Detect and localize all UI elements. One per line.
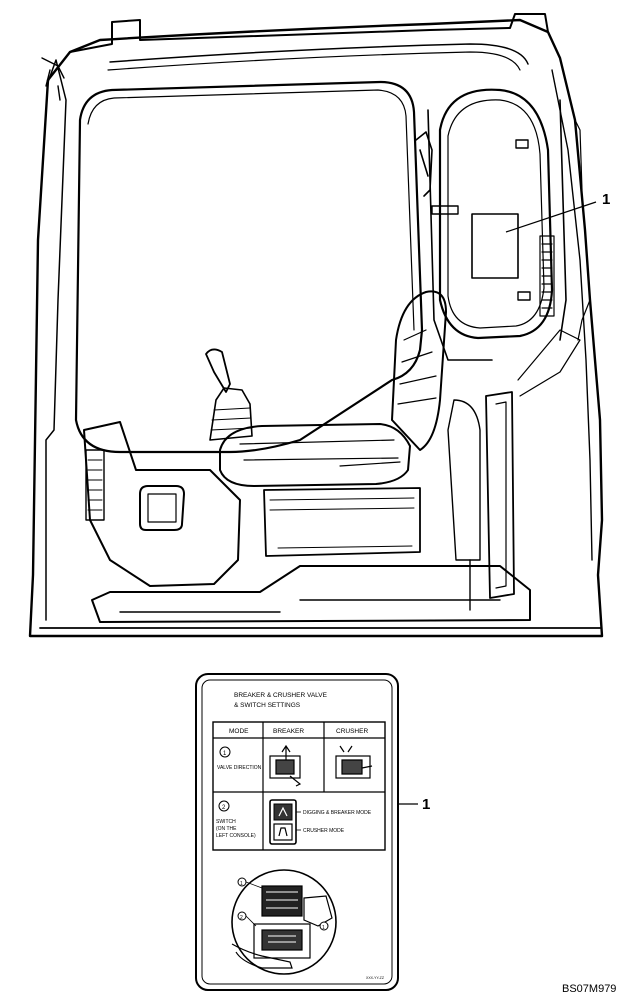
- door-window-inner: [447, 99, 545, 329]
- seat-back-detail: [397, 329, 437, 405]
- left-console: [83, 421, 241, 587]
- header-mode: MODE: [229, 728, 249, 735]
- row1-number-circle: [219, 746, 231, 758]
- inset-marker-1: 1: [240, 881, 243, 887]
- row2-label-line1: SWITCH: [216, 819, 236, 825]
- row2-number-circle: [218, 800, 230, 812]
- door-hinge-bottom: [517, 291, 531, 301]
- inset-view: 1 2 1: [231, 869, 337, 975]
- header-crusher: CRUSHER: [336, 728, 368, 735]
- row1-label: VALVE DIRECTION: [217, 765, 262, 771]
- door-window: [438, 88, 554, 340]
- console-switch-inner: [147, 493, 177, 523]
- row2-label-line2: (ON THE: [216, 826, 237, 832]
- inset-marker-2-leader: [245, 915, 257, 927]
- decal-sheet: BREAKER & CRUSHER VALVE & SWITCH SETTING…: [195, 673, 399, 991]
- decal-title-line2: & SWITCH SETTINGS: [234, 702, 301, 709]
- row1-number: 1: [223, 751, 227, 757]
- door-latch: [431, 205, 459, 215]
- seat-cushion-detail: [239, 439, 401, 467]
- cab-illustration: [28, 13, 604, 638]
- side-panel: [447, 399, 481, 561]
- cab-outer-frame: [28, 18, 604, 638]
- door-handle: [415, 131, 433, 197]
- roof-rail: [109, 43, 529, 65]
- seat-back: [391, 290, 447, 451]
- switch-option-b: CRUSHER MODE: [303, 828, 345, 834]
- floor-plate: [119, 559, 501, 613]
- row2-label-line3: LEFT CONSOLE): [216, 833, 256, 839]
- breaker-valve-icon: [269, 744, 302, 787]
- roof-rail-inner: [107, 51, 521, 71]
- cab-roof: [69, 13, 549, 53]
- joystick: [205, 348, 231, 393]
- right-trim: [574, 119, 591, 341]
- cab-callout-number: 1: [602, 191, 610, 208]
- figure-code: BS07M979: [562, 983, 616, 995]
- joystick-boot: [209, 387, 253, 441]
- row2-number: 2: [222, 805, 226, 811]
- settings-table: [212, 721, 386, 851]
- decal-part-number: XXX-YY-ZZ: [366, 976, 385, 980]
- decal-title-line1: BREAKER & CRUSHER VALVE: [234, 692, 328, 699]
- door-hinge-top: [515, 139, 529, 149]
- inset-marker-3-circle: [319, 921, 329, 931]
- inset-marker-2: 2: [240, 915, 243, 921]
- cab-leader-line: [505, 201, 597, 233]
- mode-switch-icon: [269, 799, 297, 845]
- header-breaker: BREAKER: [273, 728, 304, 735]
- windshield: [74, 80, 424, 454]
- floor-platform: [91, 565, 531, 623]
- seat-base-box: [263, 487, 421, 557]
- crusher-valve-icon: [335, 745, 373, 779]
- left-console-vent-slats: [87, 459, 103, 511]
- console-switch-panel: [139, 485, 185, 531]
- switch-option-a: DIGGING & BREAKER MODE: [303, 810, 372, 816]
- inset-marker-3: 1: [322, 925, 325, 931]
- inset-marker-1-leader: [245, 881, 263, 889]
- right-pillar: [551, 69, 593, 561]
- decal-callout-number: 1: [422, 796, 430, 813]
- seat-base-lines: [269, 497, 415, 549]
- decal-location: [471, 213, 519, 279]
- door-frame: [427, 99, 567, 361]
- seat-cushion: [219, 423, 411, 487]
- base-rail: [29, 627, 603, 637]
- left-console-vent: [85, 449, 105, 521]
- left-pillar: [45, 59, 67, 621]
- decal-inner-border: [201, 679, 393, 985]
- rear-column-detail: [495, 329, 581, 589]
- latch-bracket: [41, 57, 65, 101]
- windshield-inner: [87, 89, 415, 331]
- rear-column: [485, 391, 515, 599]
- vent-grill: [539, 235, 555, 317]
- joystick-boot-folds: [210, 407, 253, 431]
